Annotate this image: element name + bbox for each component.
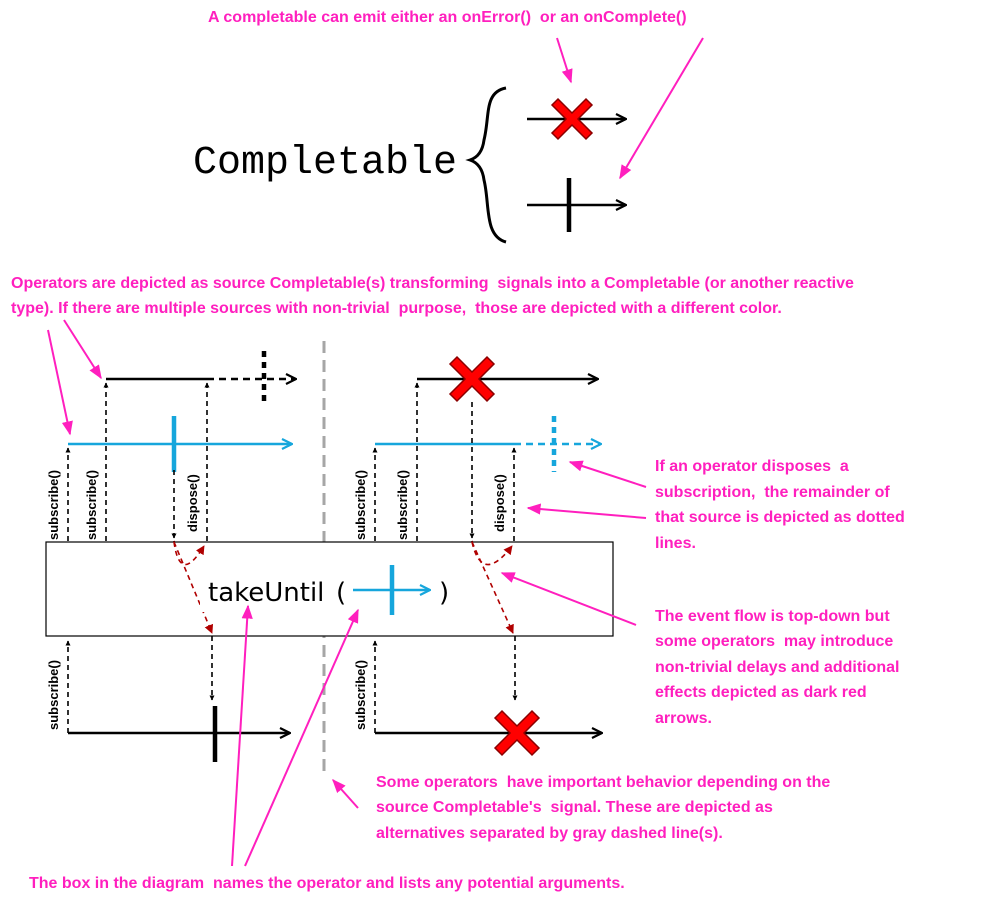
operator-name: takeUntil [208,578,324,608]
alternatives-note-line: alternatives separated by gray dashed li… [376,825,723,842]
callout-arrow [556,37,573,84]
dispose-note-line: subscription, the remainder of [655,484,890,501]
error-cross-icon [550,97,594,141]
operator-close-paren: ) [439,578,449,608]
left-alternative: subscribe() subscribe() dispose() subscr… [46,351,296,762]
callout-arrow [244,608,359,867]
legend-brace [465,86,507,244]
subscribe-label: subscribe() [395,470,410,540]
callout-arrow [619,37,704,180]
event-flow-note-line: effects depicted as dark red [655,684,867,701]
callout-arrow [526,503,647,519]
operators-note-line: Operators are depicted as source Complet… [11,275,854,292]
dispose-label: dispose() [185,474,200,532]
callout-arrow [500,572,637,626]
alternatives-note-line: source Completable's signal. These are d… [376,799,773,816]
legend-note: A completable can emit either an onError… [208,9,687,26]
error-cross-icon [493,709,541,757]
completable-title: Completable [193,141,457,186]
subscribe-label: subscribe() [46,470,61,540]
callout-arrow [63,319,102,380]
alternatives-note-line: Some operators have important behavior d… [376,774,831,791]
annotation-arrows [47,37,704,867]
subscribe-label: subscribe() [46,660,61,730]
operator-box: takeUntil ( ) [45,541,614,637]
dispose-note-line: If an operator disposes a [655,458,849,475]
argument-marble [353,565,430,615]
callout-arrow [47,329,73,436]
subscribe-label: subscribe() [353,470,368,540]
operators-note-line: type). If there are multiple sources wit… [11,300,782,317]
callout-arrow [332,778,359,809]
dispose-label: dispose() [492,474,507,532]
dispose-note-line: lines. [655,535,696,552]
legend-complete [527,178,626,232]
event-flow-note-line: arrows. [655,710,712,727]
event-flow-note-line: non-trivial delays and additional [655,659,900,676]
box-note: The box in the diagram names the operato… [29,875,625,892]
event-flow-note-line: some operators may introduce [655,633,894,650]
dispose-note-line: that source is depicted as dotted [655,509,905,526]
callout-arrow [231,604,253,867]
operator-open-paren: ( [336,578,346,608]
subscribe-label: subscribe() [84,470,99,540]
event-flow-note-line: The event flow is top-down but [655,608,890,625]
callout-arrow [568,460,647,488]
subscribe-label: subscribe() [353,660,368,730]
legend-error [527,97,626,141]
error-cross-icon [448,355,496,403]
